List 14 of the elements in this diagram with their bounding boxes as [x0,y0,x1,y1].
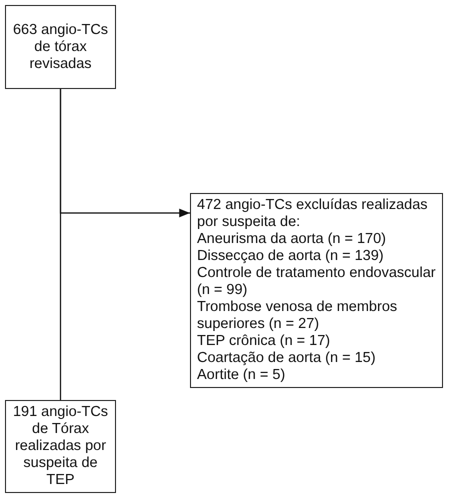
box-text: Dissecçao de aorta (n = 139) [197,248,385,265]
box-text: Aneurisma da aorta (n = 170) [197,231,388,248]
box-text: Aortite (n = 5) [197,367,286,384]
box-text: 663 angio-TCs de tórax revisadas [12,22,110,72]
box-text: TEP crônica (n = 17) [197,333,332,350]
box-text: 472 angio-TCs excluídas realizadas por suspeita de: [197,197,429,231]
box-text: Trombose venosa de membros superiores (n = 27) [197,299,398,333]
box-text: Controle de tratamento endovascular (n = 99) [197,265,436,299]
box-text: 191 angio-TCs de Tórax realizadas por suspeita de TEP [12,404,110,489]
connector-line [60,89,62,400]
process-box [190,193,443,388]
process-box [5,400,116,493]
box-text: Coartação de aorta (n = 15) [197,350,377,367]
process-box [5,5,116,89]
